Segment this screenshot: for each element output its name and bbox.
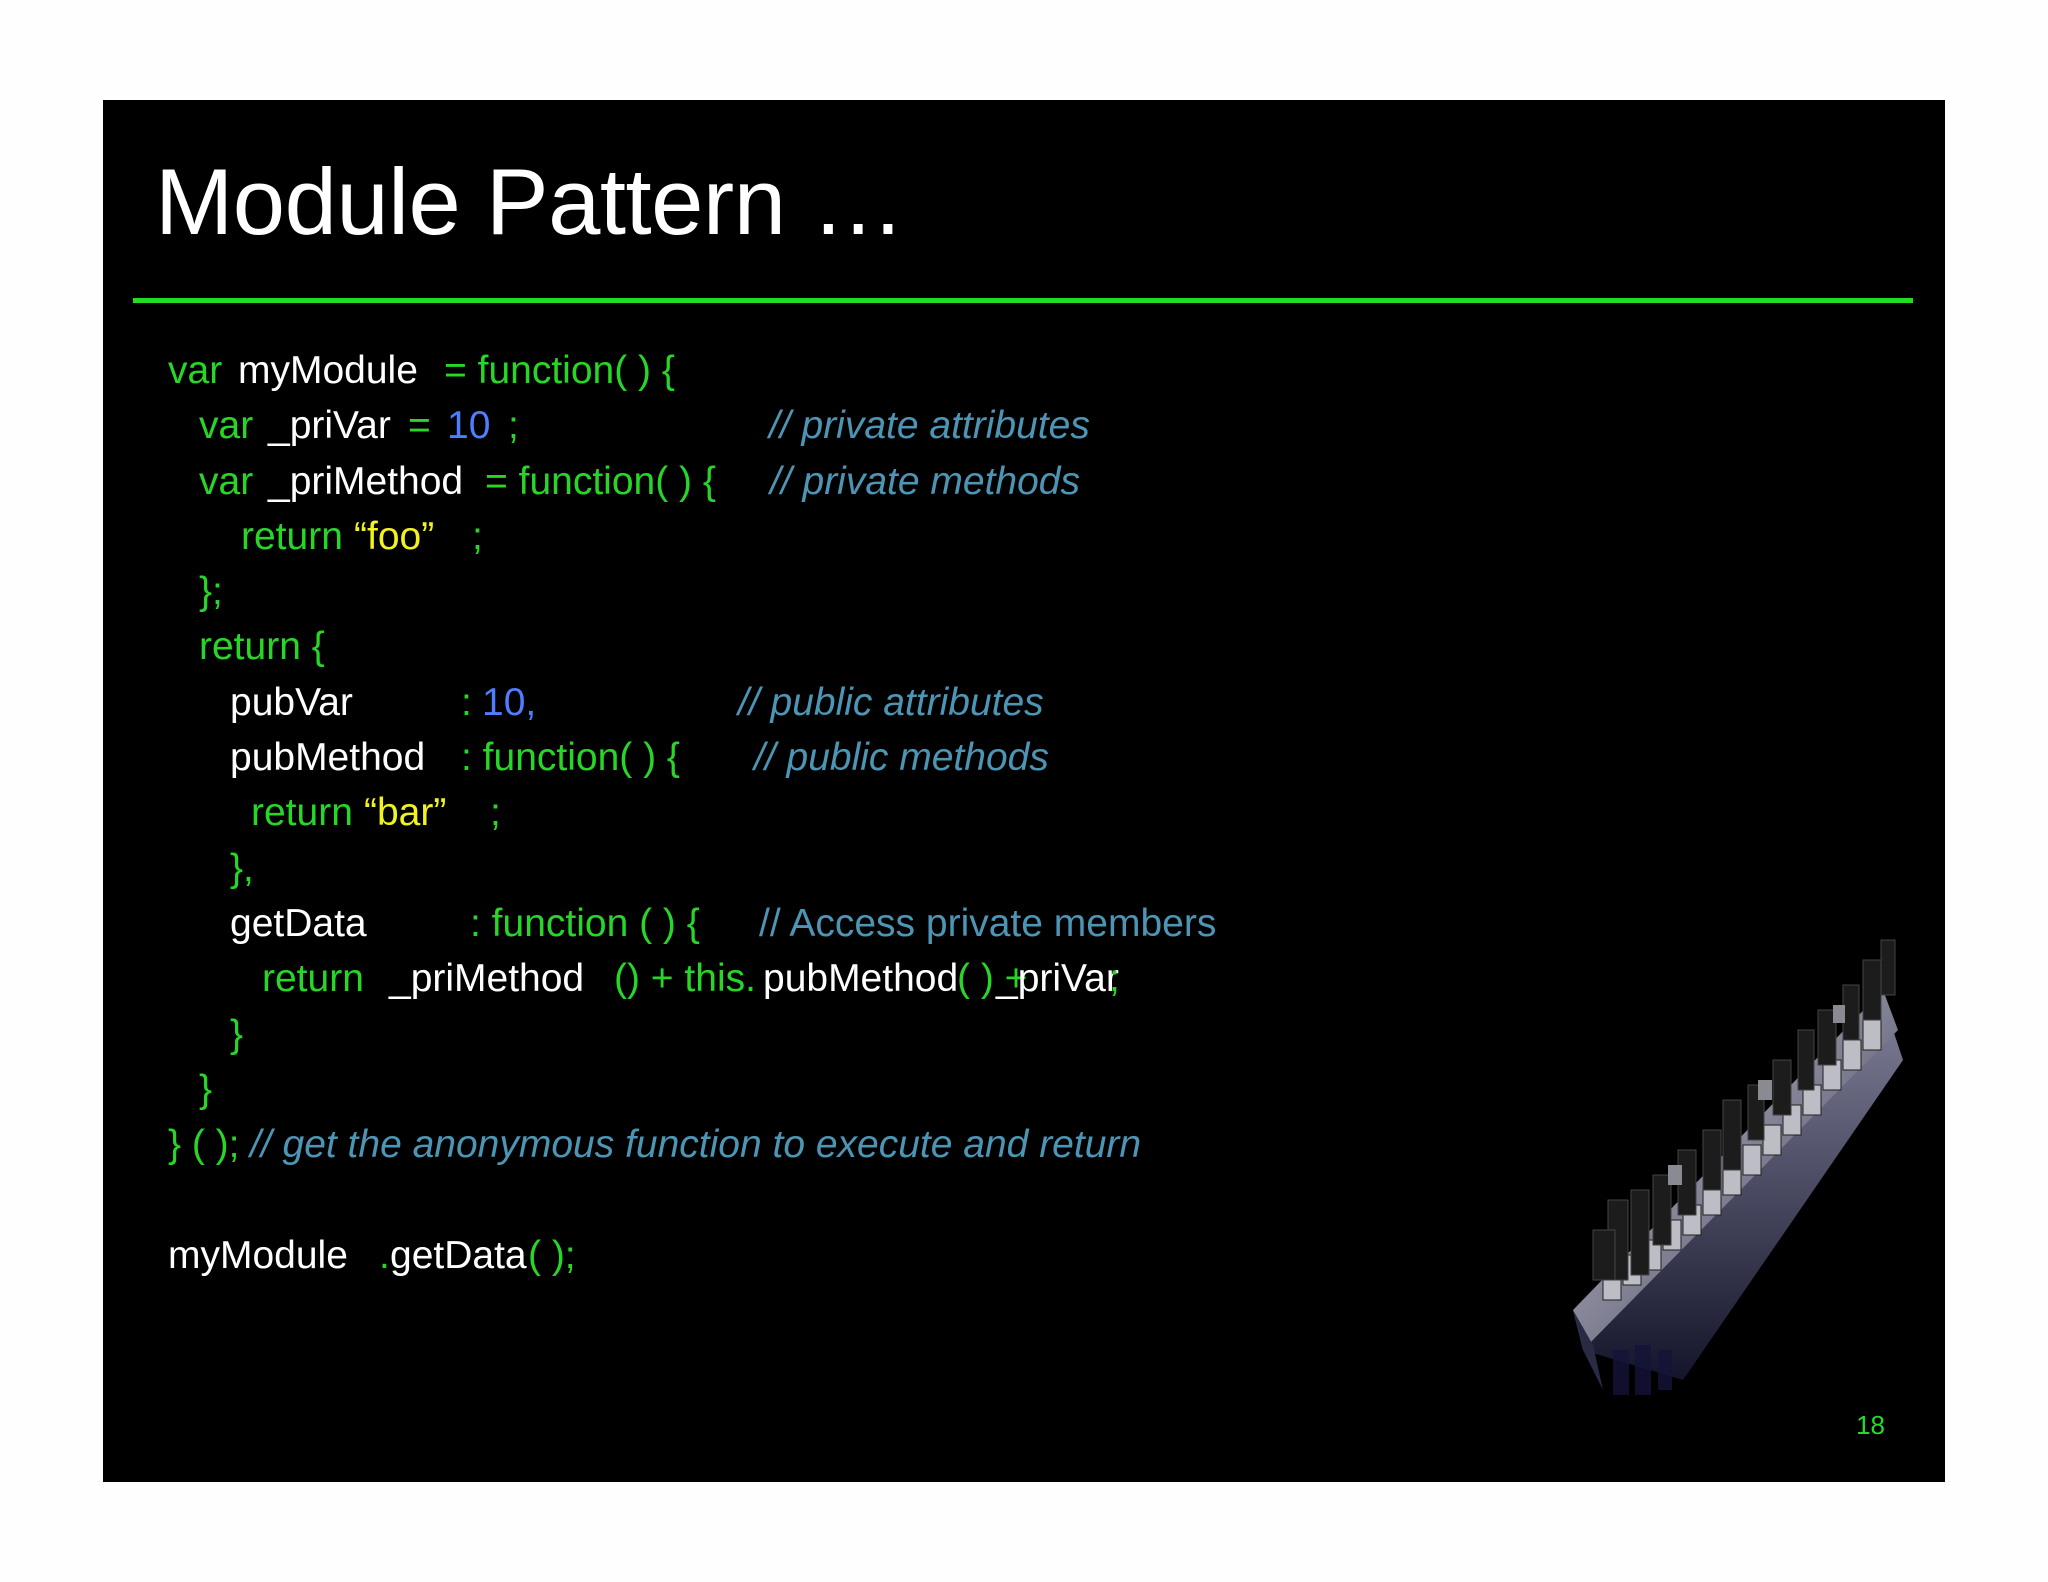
- code-token: };: [199, 570, 223, 614]
- code-token: () + this.: [614, 957, 756, 1001]
- code-token: myModule: [238, 349, 429, 392]
- code-token: _priVar: [268, 404, 402, 448]
- code-token: 10: [447, 404, 491, 448]
- code-token: : function ( ) {: [470, 901, 700, 945]
- code-token: : function( ) {: [461, 736, 680, 780]
- code-token: =: [408, 404, 442, 448]
- code-token: “foo”: [354, 514, 435, 558]
- code-token: return: [262, 957, 375, 1001]
- code-token: ;: [472, 514, 483, 558]
- code-token: ;: [508, 404, 519, 448]
- slide: Module Pattern … var myModule = function…: [103, 100, 1945, 1482]
- code-token: = function( ) {: [485, 459, 716, 503]
- code-token: var: [199, 404, 265, 448]
- code-token: // private methods: [770, 459, 1080, 503]
- code-token: _priMethod: [268, 459, 474, 503]
- code-token: var: [199, 459, 265, 503]
- code-token: // get the anonymous function to execute…: [250, 1123, 1142, 1167]
- code-token: }: [199, 1067, 213, 1111]
- code-token: pubMethod: [230, 736, 436, 780]
- code-token: = function( ) {: [444, 349, 675, 392]
- code-token: // public attributes: [738, 680, 1044, 724]
- code-token: pubMethod: [763, 957, 959, 1001]
- code-token: var: [168, 349, 234, 392]
- code-token: return {: [199, 625, 325, 669]
- code-token: 10,: [482, 680, 537, 724]
- code-token: pubVar: [230, 680, 353, 724]
- code-token: ( ) +: [957, 957, 1028, 1001]
- code-token: myModule: [168, 1233, 348, 1277]
- page-number: 18: [1856, 1410, 1885, 1440]
- code-token: return: [251, 791, 364, 835]
- code-token: },: [230, 846, 254, 890]
- title-underline: [133, 298, 1913, 303]
- code-token: getData: [390, 1233, 527, 1277]
- code-token: _priVar: [996, 957, 1119, 1001]
- code-token: ;: [490, 791, 501, 835]
- code-token: “bar”: [364, 791, 447, 835]
- code-token: _priMethod: [389, 957, 585, 1001]
- code-token: getData: [230, 901, 367, 945]
- code-token: // private attributes: [769, 404, 1090, 448]
- code-token: :: [461, 680, 483, 724]
- code-token: ;: [1109, 957, 1120, 1001]
- code-token: // Access private members: [759, 901, 1217, 945]
- code-token: } ( );: [168, 1123, 251, 1167]
- code-token: }: [230, 1012, 244, 1056]
- code-token: // public methods: [754, 736, 1049, 780]
- slide-title: Module Pattern …: [155, 149, 905, 254]
- ship-illustration: [1573, 939, 1903, 1395]
- code-token: .: [379, 1233, 390, 1277]
- code-token: ( );: [528, 1233, 576, 1277]
- code-token: return: [241, 514, 354, 558]
